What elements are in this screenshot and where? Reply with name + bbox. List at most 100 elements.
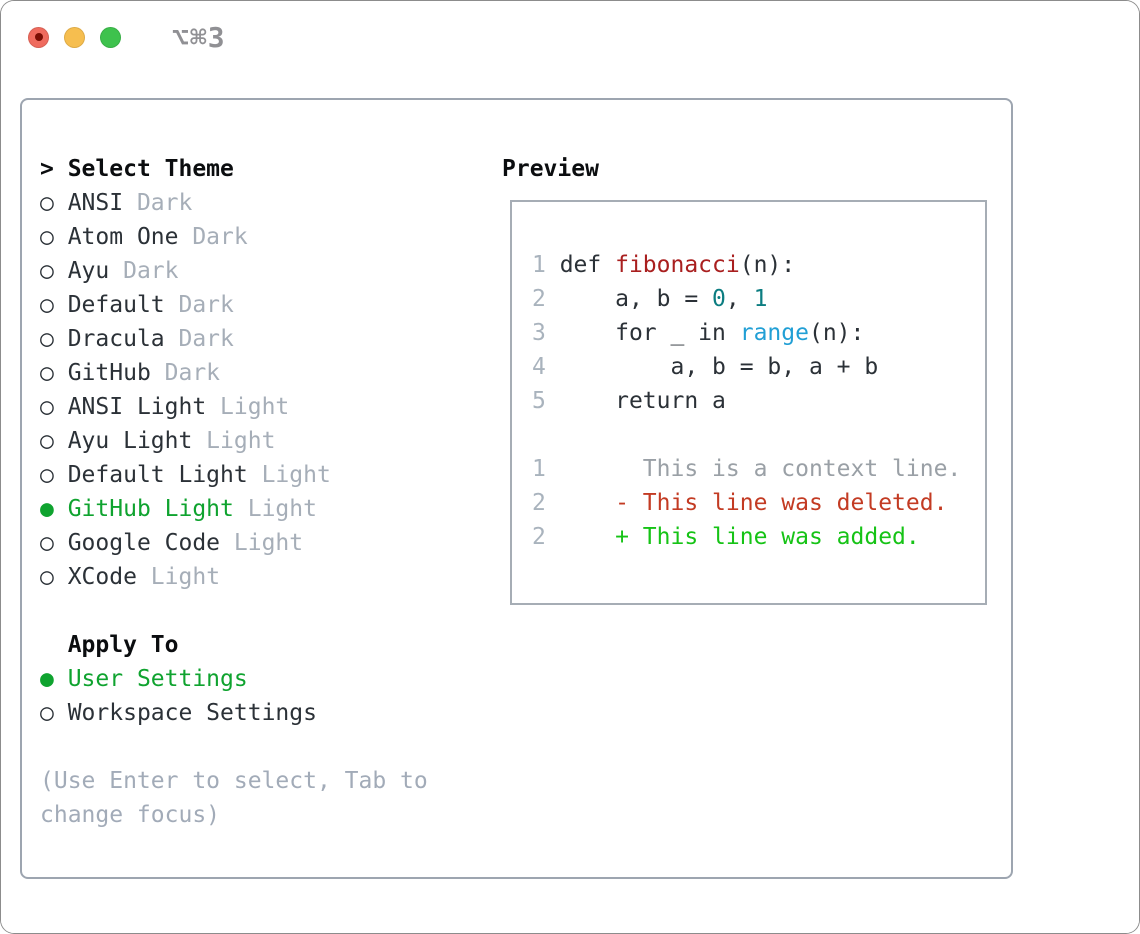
theme-option-atom-one[interactable]: ○ Atom One Dark: [40, 220, 428, 254]
spacer: [40, 730, 428, 764]
code-token: fibonacci: [615, 252, 740, 278]
line-number: 5: [532, 388, 560, 414]
theme-option-ayu[interactable]: ○ Ayu Dark: [40, 254, 428, 288]
theme-option-ansi[interactable]: ○ ANSI Dark: [40, 186, 428, 220]
variant-tag: Light: [220, 530, 304, 556]
theme-option-ansi-light[interactable]: ○ ANSI Light Light: [40, 390, 428, 424]
label: Workspace Settings: [67, 700, 317, 726]
line-number: 2: [532, 490, 560, 516]
theme-picker-left-column: > Select Theme○ ANSI Dark○ Atom One Dark…: [40, 152, 428, 832]
label: change focus): [40, 802, 221, 828]
label: Select Theme: [67, 156, 234, 182]
radio-icon: ○: [40, 394, 68, 420]
theme-option-default-light[interactable]: ○ Default Light Light: [40, 458, 428, 492]
radio-icon: ○: [40, 462, 68, 488]
label: Default: [67, 292, 165, 318]
code-line: 3 for _ in range(n):: [532, 316, 985, 350]
theme-option-google-code[interactable]: ○ Google Code Light: [40, 526, 428, 560]
radio-icon: ○: [40, 258, 68, 284]
code-token: 0: [712, 286, 726, 312]
spacer: [40, 594, 428, 628]
code-token: + This line was added.: [559, 524, 920, 550]
code-line: 2 a, b = 0, 1: [532, 282, 985, 316]
code-token: def: [559, 252, 616, 278]
theme-list-header: > Select Theme: [40, 152, 428, 186]
theme-option-ayu-light[interactable]: ○ Ayu Light Light: [40, 424, 428, 458]
label: Atom One: [67, 224, 179, 250]
label: Ayu Light: [67, 428, 193, 454]
window-shortcut-label: ⌥⌘3: [172, 20, 226, 54]
code-line: 4 a, b = b, a + b: [532, 350, 985, 384]
theme-option-github[interactable]: ○ GitHub Dark: [40, 356, 428, 390]
theme-option-github-light[interactable]: ● GitHub Light Light: [40, 492, 428, 526]
label: User Settings: [67, 666, 248, 692]
variant-tag: Dark: [123, 190, 193, 216]
variant-tag: Light: [233, 496, 317, 522]
code-token: a, b =: [559, 286, 713, 312]
line-number: 2: [532, 524, 560, 550]
line-number: 1: [532, 252, 560, 278]
code-token: return a: [559, 388, 726, 414]
label: XCode: [67, 564, 137, 590]
preview-column: Preview 1 def fibonacci(n):2 a, b = 0, 1…: [502, 152, 987, 605]
line-number: 4: [532, 354, 560, 380]
line-number: 2: [532, 286, 560, 312]
line-number: 3: [532, 320, 560, 346]
apply-option-user-settings[interactable]: ● User Settings: [40, 662, 428, 696]
label: GitHub Light: [67, 496, 234, 522]
line-number: 1: [532, 456, 560, 482]
code-token: (n):: [739, 252, 796, 278]
help-line: (Use Enter to select, Tab to: [40, 764, 428, 798]
radio-icon: ○: [40, 700, 68, 726]
titlebar: ⌥⌘3: [28, 21, 226, 54]
apply-to-list: Apply To● User Settings○ Workspace Setti…: [40, 628, 428, 730]
radio-icon: ○: [40, 326, 68, 352]
theme-option-dracula[interactable]: ○ Dracula Dark: [40, 322, 428, 356]
code-line: 1 def fibonacci(n):: [532, 248, 985, 282]
theme-option-xcode[interactable]: ○ XCode Light: [40, 560, 428, 594]
preview-title: Preview: [502, 156, 599, 182]
variant-tag: Dark: [164, 292, 234, 318]
code-token: - This line was deleted.: [559, 490, 948, 516]
close-button[interactable]: [28, 26, 49, 48]
apply-option-workspace-settings[interactable]: ○ Workspace Settings: [40, 696, 428, 730]
radio-icon: ○: [40, 292, 68, 318]
code-line: 2 - This line was deleted.: [532, 486, 985, 520]
radio-icon: ○: [40, 190, 68, 216]
code-token: (n):: [808, 320, 865, 346]
variant-tag: Dark: [178, 224, 248, 250]
code-token: 1: [753, 286, 768, 312]
variant-tag: Dark: [164, 326, 234, 352]
blank-line: [532, 418, 985, 452]
label: Default Light: [67, 462, 248, 488]
theme-option-default[interactable]: ○ Default Dark: [40, 288, 428, 322]
apply-to-header: Apply To: [40, 628, 428, 662]
code-token: a, b = b, a + b: [559, 354, 879, 380]
code-token: This is a context line.: [559, 456, 962, 482]
radio-icon: ○: [40, 564, 68, 590]
code-token: ,: [725, 286, 754, 312]
label: Apply To: [67, 632, 179, 658]
unsaved-indicator-dot: [34, 33, 43, 41]
label: ANSI Light: [67, 394, 207, 420]
label: Ayu: [67, 258, 110, 284]
help-line: change focus): [40, 798, 428, 832]
code-line: 2 + This line was added.: [532, 520, 985, 554]
zoom-button[interactable]: [100, 26, 121, 48]
code-token: for _ in: [559, 320, 740, 346]
minimize-button[interactable]: [64, 26, 85, 48]
radio-icon: ○: [40, 530, 68, 556]
label: Dracula: [67, 326, 165, 352]
label: (Use Enter to select, Tab to: [40, 768, 428, 794]
radio-icon: ○: [40, 360, 68, 386]
variant-tag: Light: [192, 428, 276, 454]
code-line: 1 This is a context line.: [532, 452, 985, 486]
code-line: 5 return a: [532, 384, 985, 418]
theme-picker-panel: > Select Theme○ ANSI Dark○ Atom One Dark…: [20, 98, 1013, 879]
selected-radio-icon: ●: [40, 666, 68, 692]
radio-icon: ○: [40, 224, 68, 250]
selected-radio-icon: ●: [40, 496, 68, 522]
